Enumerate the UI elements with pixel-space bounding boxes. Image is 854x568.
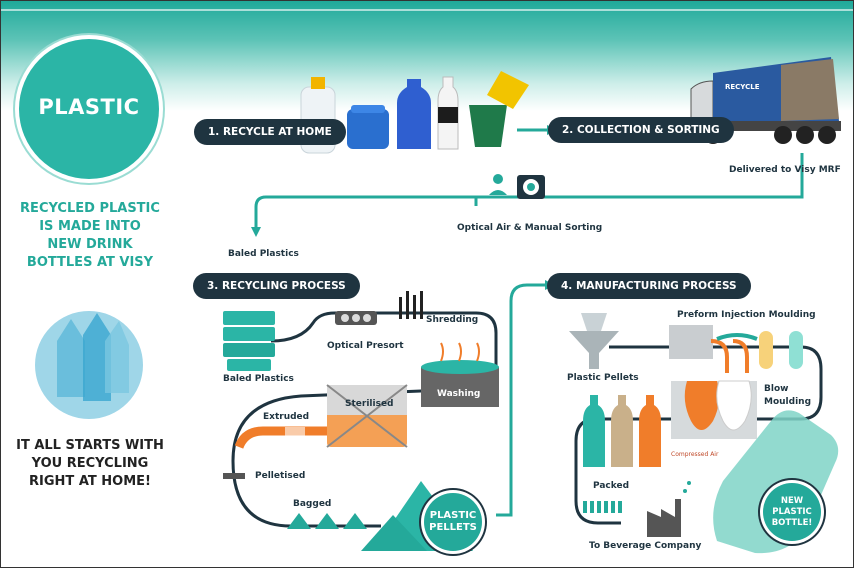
label-plastic-pellets: Plastic Pellets: [567, 373, 639, 383]
sterilising-hopper-icon: [326, 384, 408, 448]
label-washing: Washing: [437, 389, 481, 399]
label-optical-presort: Optical Presort: [327, 341, 404, 351]
intro-line-1: RECYCLED PLASTIC: [20, 201, 160, 216]
label-packed: Packed: [593, 481, 630, 491]
label-sterilised: Sterilised: [345, 399, 394, 409]
badge-title: PLASTIC: [38, 95, 140, 119]
step-2-pill: 2. COLLECTION & SORTING: [548, 117, 734, 143]
step-3-pill: 3. RECYCLING PROCESS: [193, 273, 360, 299]
label-optical-sorting: Optical Air & Manual Sorting: [457, 223, 603, 233]
washing-tank-icon: [421, 342, 499, 407]
step-1-pill: 1. RECYCLE AT HOME: [194, 119, 346, 145]
new-bottles-icon: [583, 395, 661, 467]
plastic-badge: PLASTIC: [19, 39, 159, 179]
recycling-truck-icon: [690, 57, 841, 144]
label-to-beverage: To Beverage Company: [589, 541, 702, 551]
header-line: [1, 9, 853, 11]
arrow-mrf-to-sorting: [474, 153, 804, 206]
arrow-sorting-to-baled: [254, 195, 476, 229]
outro-line-3: RIGHT AT HOME!: [29, 474, 151, 489]
outro-text: IT ALL STARTS WITH YOU RECYCLING RIGHT A…: [11, 437, 169, 491]
worker-icon: [489, 174, 507, 195]
pellet-hopper-icon: [569, 313, 619, 369]
detergent-bottle-icon: [397, 79, 431, 149]
preform-mould-icon: [669, 325, 758, 373]
outro-line-1: IT ALL STARTS WITH: [16, 438, 164, 453]
recycled-bottles-photo: [35, 311, 143, 419]
outro-line-2: YOU RECYCLING: [31, 456, 149, 471]
label-bagged: Bagged: [293, 499, 332, 509]
bagged-pellets-icon: [287, 513, 367, 529]
blow-mould-icon: [671, 380, 757, 439]
label-baled-plastics: Baled Plastics: [223, 374, 294, 384]
recycling-bin-icon: [469, 71, 529, 147]
label-compressed-air: Compressed Air: [671, 451, 719, 458]
bottle-badge-line-2: PLASTIC: [772, 507, 812, 517]
arrow-head-baled: [251, 227, 261, 237]
label-preform: Preform Injection Moulding: [677, 310, 816, 320]
label-extruded: Extruded: [263, 412, 310, 422]
intro-line-3: NEW DRINK: [47, 237, 133, 252]
factory-icon: [647, 481, 691, 537]
packed-bottles-icon: [583, 501, 622, 513]
preform-tubes-icon: [759, 331, 803, 369]
intro-line-2: IS MADE INTO: [39, 219, 141, 234]
shredder-icon: [399, 291, 423, 319]
new-plastic-bottle-badge: NEW PLASTIC BOTTLE!: [763, 483, 821, 541]
bottle-badge-line-1: NEW: [780, 496, 804, 506]
plastic-pellets-badge: PLASTIC PELLETS: [424, 493, 482, 551]
label-delivered: Delivered to Visy MRF: [729, 165, 841, 175]
step-4-pill: 4. MANUFACTURING PROCESS: [547, 273, 751, 299]
label-blow-1: Blow: [764, 384, 789, 394]
truck-text: RECYCLE: [725, 83, 760, 91]
label-shredding: Shredding: [426, 315, 479, 325]
intro-text: RECYCLED PLASTIC IS MADE INTO NEW DRINK …: [11, 200, 169, 272]
baled-plastics-icon: [223, 311, 275, 371]
soft-drink-bottle-icon: [437, 76, 459, 150]
optical-sensor-icon: [517, 175, 545, 199]
label-baled-plastics-top: Baled Plastics: [228, 249, 299, 259]
bottle-badge-line-3: BOTTLE!: [771, 518, 813, 528]
manufacturing-line: [574, 345, 823, 525]
arrow-pellets-to-manufacturing: [496, 283, 547, 517]
optical-presort-icon: [335, 311, 377, 325]
label-pelletised: Pelletised: [255, 471, 306, 481]
label-blow-2: Moulding: [764, 397, 812, 407]
container-icon: [347, 105, 389, 149]
intro-line-4: BOTTLES AT VISY: [26, 255, 154, 270]
pelletiser-icon: [223, 473, 245, 479]
pellets-badge-line-1: PLASTIC: [429, 510, 477, 521]
pellets-badge-line-2: PELLETS: [429, 522, 477, 533]
extruder-icon: [234, 426, 327, 449]
